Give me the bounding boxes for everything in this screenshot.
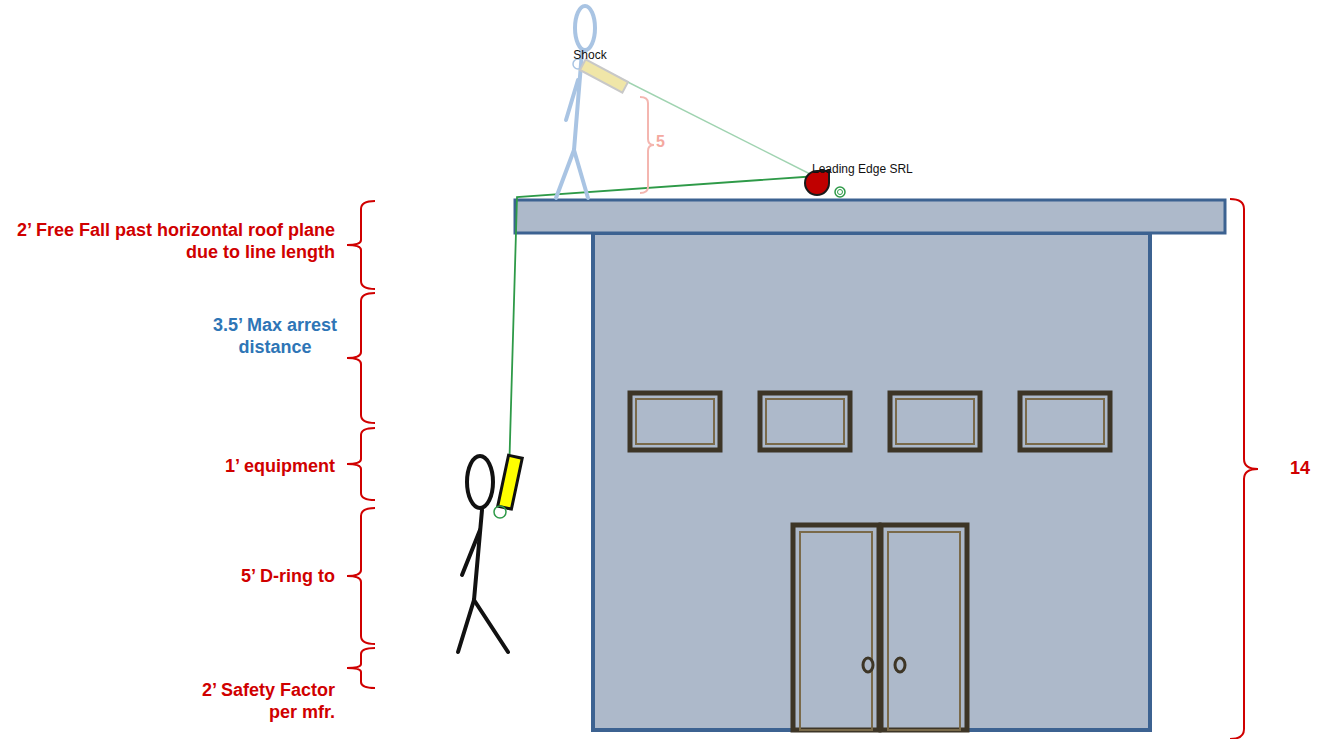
callout-label: Leading Edge SRL [812, 162, 952, 176]
windows [630, 393, 1110, 450]
d-ring [494, 506, 506, 518]
callout-label: Shock [560, 48, 620, 62]
double-door [793, 525, 967, 730]
building-wall [593, 233, 1150, 730]
dimension-label: 2’ Free Fall past horizontal roof plane … [10, 220, 335, 263]
worker-on-roof [556, 6, 595, 198]
dimension-number: 14 [1290, 458, 1335, 480]
height-bracket [640, 97, 654, 193]
dimension-number: 5 [656, 132, 686, 151]
dimension-brackets [347, 199, 1258, 739]
roof-slab [515, 200, 1225, 233]
dimension-label: 5’ D-ring to [130, 566, 335, 588]
shock-pack-faded [580, 59, 628, 92]
dimension-label: 3.5’ Max arrest distance [200, 315, 350, 358]
shock-pack [498, 455, 523, 509]
lifeline-faded [600, 68, 818, 178]
dimension-label: 1’ equipment [130, 456, 335, 478]
dimension-label: 2’ Safety Factor per mfr. [175, 680, 335, 723]
fallen-worker [458, 456, 508, 652]
lifeline [508, 176, 818, 510]
